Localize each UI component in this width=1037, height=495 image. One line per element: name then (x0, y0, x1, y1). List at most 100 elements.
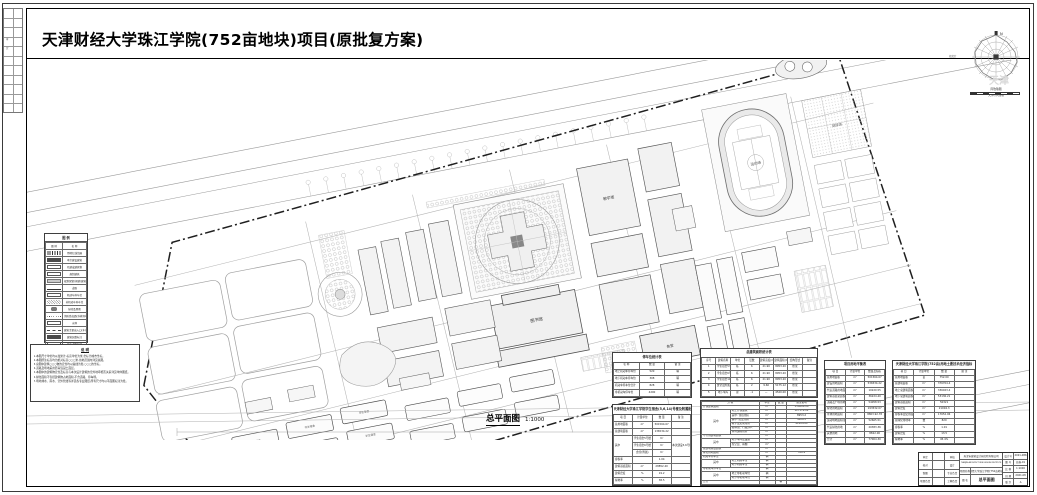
company-name-en: TIANJIN ARCHITECTURE DESIGN INSTITUTE (960, 462, 1002, 465)
title-block-row: 设计号 2021-086 (1003, 453, 1027, 460)
td: 308 (638, 375, 666, 384)
table-building-index: 总建筑面积统计表 序号 建筑名称 单位 层数 建筑高度(m) 建筑面积(m²) … (700, 348, 818, 398)
td: 机动车停车位合计 (613, 382, 640, 391)
meta-value: 2021.08 (1015, 474, 1026, 478)
td (632, 456, 653, 464)
td: % (632, 470, 653, 478)
td (953, 436, 976, 445)
plan-label-canteen: 食堂 (666, 343, 674, 349)
title-block-row: 校对 设计 (919, 461, 960, 470)
project-label: 项目名称 (960, 467, 971, 474)
meta-value: 1:1000 (1016, 467, 1025, 471)
meta-label: 设计号 (1003, 453, 1015, 459)
tb-label: 制图 (919, 469, 933, 477)
td: m² (632, 428, 653, 436)
notes-line: 7.场地排水、雨水、室外管线等详见各专业图纸,所有尺寸均以平面图标注为准。 (33, 378, 129, 383)
td: 食堂(附属) (632, 449, 653, 457)
td: 绿地率 (892, 436, 915, 445)
wind-rose-icon: N (972, 31, 1020, 81)
title-block-row: 天津市建筑设计研究院有限公司 (960, 453, 1003, 461)
td: 其中 (701, 458, 731, 469)
legend-table: 图 例 名 称 用地红线范围 本次建设建筑 已建成建筑物 规划建筑 规划保留(拟… (45, 242, 87, 349)
td: % (913, 436, 935, 445)
title-block-row: 图 名 总平面图 (960, 474, 1002, 485)
title-block-row: 项目名称 天津财经大学珠江学院(752亩地块)项目 (960, 467, 1003, 475)
legend-header-row: 图 例 名 称 (45, 242, 87, 251)
plan-label-sports-field: 运动场 (750, 160, 762, 167)
td: m² (651, 442, 672, 450)
td: m² (632, 463, 653, 471)
tb-label: 审定 (919, 453, 933, 461)
notes-line: 3.总图中建筑○○○物的定位均以轴线为准,○○○的坐标。 (33, 361, 103, 366)
td: 绿地率 (612, 477, 634, 485)
tb-label: 校对 (919, 461, 933, 469)
tb-sign (933, 461, 946, 469)
td: 其中 (701, 409, 731, 436)
td: 地下机动车停车位 (613, 375, 640, 384)
legend-label: 建筑主要出入口(车行) (62, 326, 87, 335)
meta-label: 日 期 (1003, 472, 1015, 479)
th: 计量单位 (632, 414, 653, 422)
td: 合计 (825, 436, 846, 445)
title-block-row: 比 例 1:1000 (1003, 466, 1027, 473)
td: 5 (700, 389, 717, 398)
td: 辆 (664, 368, 691, 377)
margin-strip-row: 定 (4, 47, 22, 57)
legend-label: 建筑层数标注 (62, 333, 87, 342)
table-economic-indicators: 天津财经大学珠江学院(752亩)用地土要技术经济指标 项 目 计量单位 数 量 … (892, 360, 976, 445)
title-block-row: 版 次 A (1003, 479, 1027, 485)
table-row: 建筑密度%19.2 (612, 470, 692, 478)
td: 建筑密度 (612, 470, 634, 478)
table-title: 天津财经大学珠江学院学生宿舍(5,6,14)号楼及附属配套设施项目主要技术经济指… (613, 405, 691, 415)
title-block-row: 日 期 2021.08 (1003, 472, 1027, 480)
margin-strip-divider (13, 9, 14, 112)
td: m² (632, 421, 653, 429)
notes-line: 2.本图所注标高均为绝对标高○○○米,用地范围内详见总图。 (33, 357, 106, 362)
legend-swatch (45, 249, 63, 258)
legend-label: 用地红线范围 (62, 249, 87, 258)
margin-strip-row (4, 28, 22, 38)
legend-label: 水体 (62, 319, 87, 328)
th: 名 称 (613, 361, 640, 370)
plan-label-tennis: 网球场 (831, 121, 843, 128)
drawing-name: 总平面图 (978, 476, 995, 482)
td: 4200 (638, 389, 666, 397)
table-row: 绿地率%45.4% (892, 436, 976, 445)
td: 1.04 (651, 456, 672, 464)
td (670, 470, 692, 478)
td (786, 479, 817, 486)
notes-line: 4.道路及场地采用沥青混凝土面层。 (33, 366, 77, 371)
td: 19.2 (651, 470, 672, 478)
legend-row: 用地红线范围 (45, 249, 87, 258)
td (670, 477, 692, 485)
wind-rose-sublabel: 天津市风玫瑰 (988, 94, 1004, 97)
td: 辆 (664, 389, 691, 397)
td: 38.5 (651, 477, 672, 485)
legend-row: 非机动车停车位 (45, 298, 87, 307)
meta-label: 版 次 (1003, 479, 1015, 485)
legend-swatch (45, 312, 63, 321)
margin-strip-row (4, 66, 22, 76)
title-block-row: 图 号 总施-01 (1003, 459, 1027, 467)
td: 136534.22 (651, 428, 672, 436)
th: 数 量 (638, 361, 666, 370)
legend-label: 绿化及景观 (62, 305, 87, 314)
td: 合计 (701, 479, 760, 486)
wind-rose-label: 风玫瑰图 (990, 87, 1002, 91)
wind-rose-polygon (974, 34, 1018, 81)
meta-value: 总施-01 (1016, 461, 1026, 465)
plan-caption-name: 总平面图 (486, 414, 521, 426)
legend-row: 消防登高面(扑救场地) (45, 312, 87, 321)
td (670, 463, 692, 471)
legend-row: 机动车停车位 (45, 291, 87, 300)
